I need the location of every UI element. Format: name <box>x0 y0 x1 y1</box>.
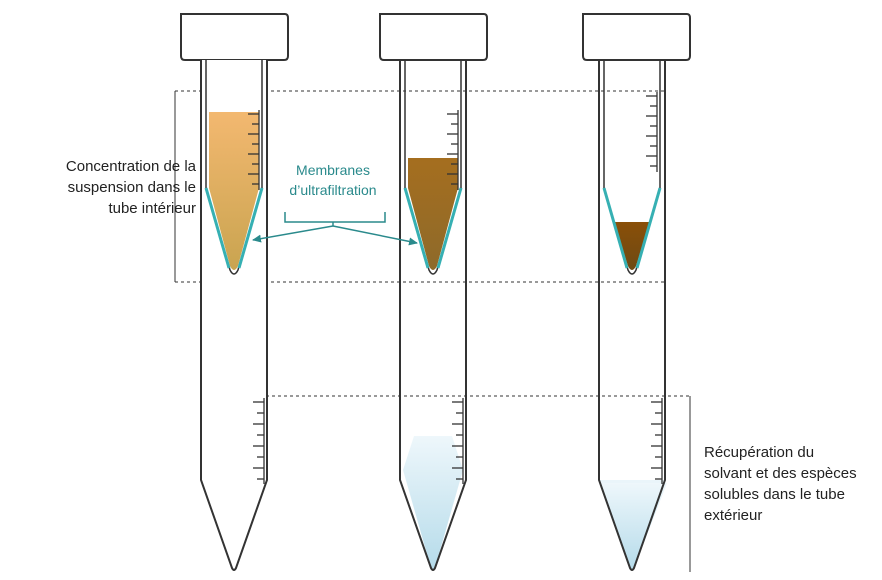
suspension <box>209 112 259 270</box>
tube-cap <box>582 13 691 61</box>
inner-scale <box>646 92 658 172</box>
membranes-callout <box>252 212 418 246</box>
suspension <box>408 158 458 270</box>
membranes-line-2: d’ultrafiltration <box>289 182 377 198</box>
tube-cap <box>379 13 488 61</box>
inner-scale <box>447 110 459 190</box>
callout-bracket <box>284 212 386 223</box>
membrane-arrow-left <box>252 225 334 243</box>
membrane <box>602 187 629 269</box>
concentration-line-1: Concentration de la <box>65 158 196 175</box>
concentration-label: Concentration de la suspension dans le t… <box>6 156 196 219</box>
recovery-zone-frame <box>200 395 691 572</box>
membrane <box>204 187 231 269</box>
membrane-arrow-right <box>332 225 418 246</box>
inner-tube <box>205 60 263 275</box>
recuperation-label: Récupération du solvant et des espèces s… <box>704 442 857 526</box>
inner-scale <box>248 110 260 190</box>
recuperation-line-1: Récupération du <box>704 444 815 461</box>
membrane <box>403 187 430 269</box>
tube-2 <box>379 13 488 571</box>
suspension <box>614 222 650 270</box>
outer-scale <box>452 398 464 484</box>
outer-tube <box>399 60 467 571</box>
membrane <box>635 187 662 269</box>
membrane <box>436 187 463 269</box>
membranes-line-1: Membranes <box>296 162 370 178</box>
membranes-label: Membranes d’ultrafiltration <box>268 160 398 200</box>
outer-scale <box>651 398 663 484</box>
outer-tube <box>598 60 666 571</box>
inner-tube <box>603 60 661 275</box>
recuperation-line-3: solubles dans le tube <box>704 486 845 503</box>
filtrate-upper <box>600 480 666 483</box>
recuperation-line-2: solvant et des espèces <box>704 465 857 482</box>
concentration-zone-frame <box>174 90 665 283</box>
concentration-line-2: suspension dans le <box>67 179 196 196</box>
tube-cap <box>180 13 289 61</box>
filtrate <box>599 483 667 570</box>
membrane <box>237 187 264 269</box>
inner-tube <box>404 60 462 275</box>
outer-scale <box>253 398 265 484</box>
tube-3 <box>582 13 691 571</box>
filtrate <box>403 436 463 570</box>
concentration-line-3: tube intérieur <box>108 200 196 217</box>
recuperation-line-4: extérieur <box>704 507 763 524</box>
tube-1 <box>180 13 289 571</box>
